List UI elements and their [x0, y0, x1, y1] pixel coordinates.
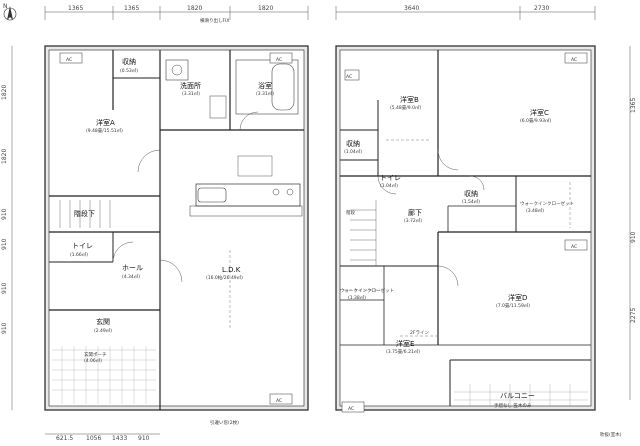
- f2-western-d-area: (7.0畳/11.59㎡): [496, 302, 530, 309]
- f1-bath-area: (3.31㎡): [256, 90, 274, 97]
- f1-western-a-name: 洋室A: [96, 118, 115, 127]
- f2-ac-4: AC: [348, 406, 354, 412]
- f2-corridor-area: (3.72㎡): [404, 217, 422, 224]
- f1-western-a-area: (9.48畳/15.51㎡): [86, 127, 123, 134]
- f2-stair-label: 階段: [346, 209, 355, 216]
- f1-ldk-name: L.D.K: [222, 266, 241, 274]
- f2-corridor-name: 廊下: [408, 208, 422, 217]
- f1-left-dim-1: 1820: [1, 85, 8, 100]
- f1-bottom-dim-1: 621.5: [56, 435, 73, 442]
- f1-ac-2: AC: [276, 57, 282, 63]
- f1-ldk-area: (16.0帖/26.49㎡): [206, 274, 243, 281]
- f1-stair-name: 階段下: [74, 209, 95, 218]
- f2-right-dim-3: 2275: [630, 308, 637, 323]
- f1-ac-1: AC: [66, 57, 72, 63]
- f1-ac-3: AC: [276, 398, 282, 404]
- f2-closet2-area: (1.54㎡): [462, 198, 480, 205]
- f2-bottom-note: 吹抜(室木): [600, 431, 622, 438]
- f1-bottom-dim-4: 910: [138, 435, 150, 442]
- f1-bottom-dim-3: 1433: [112, 435, 127, 442]
- f2-walkin2-name: ウォークインクローゼット: [340, 287, 394, 294]
- f2-top-dim-2: 2730: [534, 5, 549, 12]
- f2-western-e-name: 洋室E: [396, 339, 414, 348]
- f1-porch-name: 玄関ポーチ: [84, 351, 107, 358]
- f1-window-label-2: 引違い窓(2枚): [210, 419, 239, 426]
- floor2-plan: 3640 2730 1365 910 2275: [335, 5, 637, 438]
- f2-walkin1-name: ウォークインクローゼット: [520, 200, 574, 207]
- f2-western-b-area: (5.48畳/9.0㎡): [390, 104, 421, 111]
- f1-left-dim-3: 910: [1, 208, 8, 220]
- f1-washroom-area: (3.31㎡): [182, 90, 200, 97]
- f2-balcony-name: バルコニー: [500, 392, 535, 400]
- f2-balcony-note: 手摺なし 笠木のみ: [494, 402, 532, 409]
- f1-top-dim-4: 1820: [258, 5, 273, 12]
- f2-right-dim-2: 910: [630, 231, 637, 243]
- f2-western-c-area: (6.0畳/9.93㎡): [520, 117, 551, 124]
- f2-western-e-area: (3.75畳/6.21㎡): [386, 348, 420, 355]
- floor1-plan: 1365 1365 1820 1820 1820 1820 910 910 91…: [1, 5, 309, 442]
- f2-ac-1: AC: [346, 74, 352, 80]
- f2-line-label: 2Fライン: [410, 330, 429, 336]
- f2-walkin2-area: (1.38㎡): [348, 294, 366, 301]
- f2-western-c-name: 洋室C: [530, 108, 549, 117]
- f1-hall-area: (4.34㎡): [122, 273, 140, 280]
- f1-top-dim-3: 1820: [187, 5, 202, 12]
- f1-bath-name: 浴室: [258, 81, 272, 90]
- north-arrow-icon: N: [3, 3, 17, 21]
- f1-toilet-name: トイレ: [72, 242, 93, 250]
- f1-hall-name: ホール: [122, 264, 143, 272]
- f1-closet-name: 収納: [122, 57, 136, 66]
- f1-toilet-area: (1.66㎡): [70, 251, 88, 258]
- f1-left-dim-5: 910: [1, 282, 8, 294]
- f1-entrance-name: 玄関: [96, 317, 110, 326]
- f2-western-b-name: 洋室B: [400, 95, 419, 104]
- f1-porch-area: (4.06㎡): [84, 357, 102, 364]
- f1-entrance-area: (2.49㎡): [94, 327, 112, 334]
- f2-toilet-name: トイレ: [380, 174, 401, 182]
- f1-top-dim-1: 1365: [68, 5, 83, 12]
- f2-ac-2: AC: [571, 57, 577, 63]
- north-label: N: [3, 3, 8, 10]
- f1-left-dim-6: 910: [1, 322, 8, 334]
- f2-storage-area: (1.04㎡): [344, 148, 362, 155]
- f2-storage-name: 収納: [346, 139, 360, 148]
- f1-left-dim-4: 910: [1, 238, 8, 250]
- f2-walkin1-area: (3.48㎡): [526, 207, 544, 214]
- f2-closet2-name: 収納: [464, 189, 478, 198]
- f1-top-dim-2: 1365: [124, 5, 139, 12]
- f1-left-dim-2: 1820: [1, 149, 8, 164]
- f2-toilet-area: (1.04㎡): [380, 182, 398, 189]
- f1-closet-area: (0.53㎡): [120, 67, 138, 74]
- f1-bottom-dim-2: 1056: [86, 435, 101, 442]
- f1-washroom-name: 洗面所: [180, 81, 201, 90]
- f2-right-dim-1: 1365: [630, 98, 637, 113]
- f2-ac-3: AC: [571, 244, 577, 250]
- f2-top-dim-1: 3640: [404, 5, 419, 12]
- f1-window-label-1: 横滑り出しFIX: [200, 17, 230, 24]
- f2-western-d-name: 洋室D: [508, 293, 527, 302]
